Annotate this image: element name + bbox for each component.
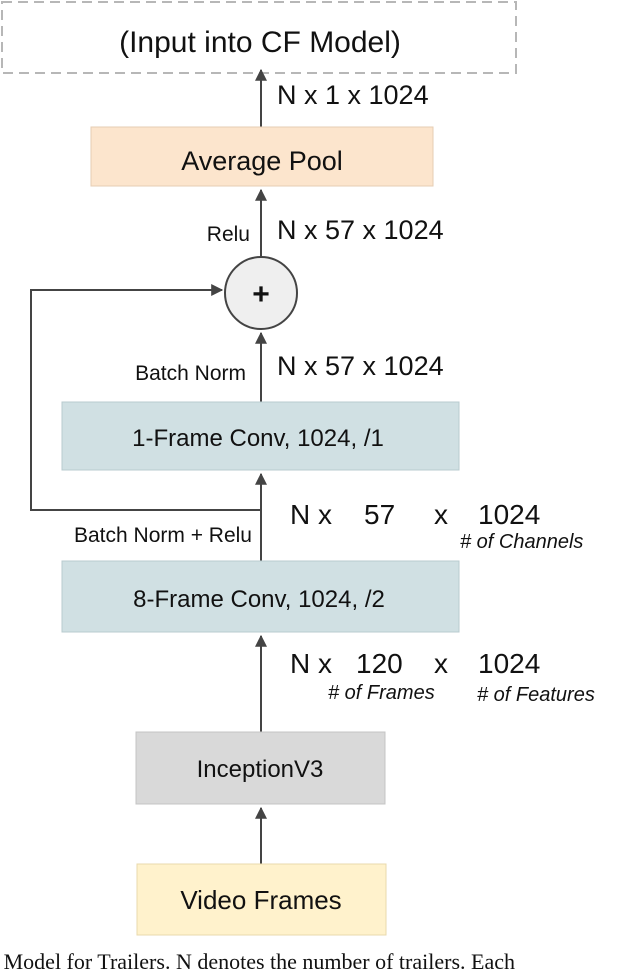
dim-conv8-out-frames: 57 xyxy=(364,499,395,530)
dim-inception-out-n: N x xyxy=(290,648,332,679)
inception-box xyxy=(135,731,386,805)
dim-pool-out: N x 1 x 1024 xyxy=(277,80,429,110)
add-node xyxy=(224,256,298,330)
dim-conv8-out-x: x xyxy=(434,499,448,530)
batch-norm-relu-label: Batch Norm + Relu xyxy=(74,524,252,547)
skip-connection-arrow xyxy=(30,284,261,511)
dim-conv1-out: N x 57 x 1024 xyxy=(277,351,444,381)
add-node-symbol: + xyxy=(252,278,270,311)
dim-add-out: N x 57 x 1024 xyxy=(277,215,444,245)
video-frames-label: Video Frames xyxy=(180,885,341,915)
batch-norm-label: Batch Norm xyxy=(135,362,246,385)
dim-conv8-out-features: 1024 xyxy=(478,499,540,530)
inception-label: InceptionV3 xyxy=(197,756,324,783)
average-pool-label: Average Pool xyxy=(181,146,343,176)
relu-label: Relu xyxy=(207,223,250,246)
dim-inception-out-x: x xyxy=(434,648,448,679)
channels-note: # of Channels xyxy=(460,531,583,553)
frame8-conv-box xyxy=(61,560,460,633)
average-pool-box xyxy=(90,126,434,187)
figure-caption: l Model for Trailers. N denotes the numb… xyxy=(0,949,515,971)
dim-inception-out-features: 1024 xyxy=(478,648,540,679)
frame1-conv-box xyxy=(61,401,460,471)
frame1-conv-label: 1-Frame Conv, 1024, /1 xyxy=(132,425,384,452)
frames-note: # of Frames xyxy=(328,682,435,704)
video-frames-box xyxy=(136,863,387,936)
features-note: # of Features xyxy=(477,684,595,706)
frame8-conv-label: 8-Frame Conv, 1024, /2 xyxy=(133,586,385,613)
output-box-label: (Input into CF Model) xyxy=(119,26,401,59)
dim-conv8-out-n: N x xyxy=(290,499,332,530)
dim-inception-out-frames: 120 xyxy=(356,648,403,679)
